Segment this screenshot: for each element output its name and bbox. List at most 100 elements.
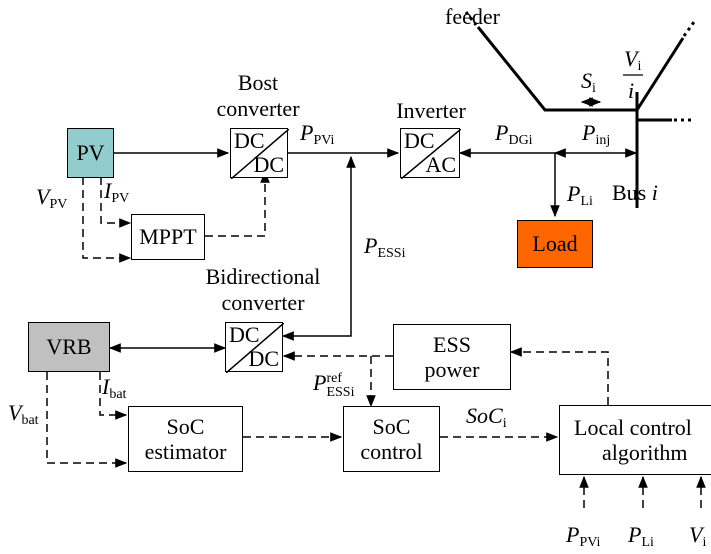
p-essi-ref-sub: ESSi bbox=[326, 385, 355, 400]
feeder-line-left bbox=[476, 26, 637, 112]
p-pvi-symbol: P bbox=[300, 120, 314, 145]
ess-power-line2: power bbox=[424, 357, 480, 382]
load-block: Load bbox=[517, 220, 593, 268]
soc-i-sub: i bbox=[502, 416, 507, 431]
boost-caption-line2: converter bbox=[216, 96, 300, 122]
s-i-label: Si bbox=[581, 70, 596, 96]
bus-label: Bus i bbox=[612, 182, 658, 204]
inverter-caption: Inverter bbox=[394, 98, 468, 124]
ess-power-line bbox=[281, 155, 356, 341]
i-symbol: i bbox=[628, 78, 635, 103]
v-over-i-denominator: i bbox=[628, 80, 634, 102]
soc-control-block: SoC control bbox=[343, 406, 440, 472]
v-over-i-numerator: Vi bbox=[624, 48, 641, 74]
inverter-diagonal bbox=[401, 129, 461, 179]
p-li-label: PLi bbox=[567, 183, 593, 209]
vpv-signal bbox=[82, 177, 132, 263]
feeder-line-right bbox=[635, 37, 685, 111]
p-dgi-label: PDGi bbox=[495, 122, 533, 148]
feeder-left-dots bbox=[464, 11, 478, 26]
v-symbol: V bbox=[624, 46, 638, 71]
p-li-symbol: P bbox=[567, 181, 581, 206]
input-p-li-sub: Li bbox=[641, 535, 654, 550]
boost-diagonal bbox=[231, 129, 289, 179]
v-sub: i bbox=[637, 59, 642, 74]
s-symbol: S bbox=[581, 68, 592, 93]
load-label: Load bbox=[532, 231, 578, 257]
i-pv-symbol: I bbox=[104, 178, 112, 203]
mppt-label: MPPT bbox=[139, 224, 197, 250]
p-essi-sub: ESSi bbox=[377, 246, 406, 261]
v-bat-symbol: V bbox=[8, 400, 22, 425]
feeder-right-dots bbox=[682, 21, 696, 37]
inverter-in-label: DC bbox=[404, 128, 435, 153]
p-pvi-label: PPVi bbox=[300, 122, 334, 148]
soc-estimator-block: SoC estimator bbox=[128, 406, 243, 472]
inverter-out-label: AC bbox=[425, 152, 456, 177]
p-pvi-sub: PVi bbox=[313, 133, 335, 148]
i-bat-symbol: I bbox=[102, 374, 110, 399]
i-bat-sub: bat bbox=[109, 387, 127, 402]
mppt-block: MPPT bbox=[131, 214, 205, 260]
p-inj-symbol: P bbox=[582, 120, 596, 145]
local-to-ess bbox=[509, 347, 609, 405]
bidirectional-diagonal bbox=[226, 323, 284, 373]
v-pv-label: VPV bbox=[36, 186, 67, 212]
p-essi-label: PESSi bbox=[364, 235, 405, 261]
input-v-i-symbol: V bbox=[689, 522, 703, 547]
input-p-pvi-sub: PVi bbox=[579, 535, 601, 550]
pv-label: PV bbox=[76, 140, 105, 166]
ipv-signal bbox=[100, 177, 132, 228]
bidirectional-caption-line2: converter bbox=[221, 290, 305, 316]
feeder-label: feeder bbox=[445, 6, 500, 28]
mppt-to-boost bbox=[205, 170, 270, 237]
vbat-signal bbox=[46, 372, 128, 468]
bidirectional-out-label: DC bbox=[248, 346, 279, 371]
vrb-block: VRB bbox=[28, 322, 110, 372]
v-bat-label: Vbat bbox=[8, 402, 39, 428]
input-p-li-symbol: P bbox=[628, 522, 642, 547]
input-p-pvi-label: PPVi bbox=[566, 524, 600, 550]
ess-power-block: ESS power bbox=[393, 324, 511, 390]
i-bat-label: Ibat bbox=[102, 376, 126, 402]
soc-i-symbol: SoC bbox=[466, 403, 503, 428]
p-essi-ref-sup: ref bbox=[326, 371, 342, 386]
boost-caption-line1: Bost bbox=[237, 70, 279, 95]
p-dgi-sub: DGi bbox=[508, 133, 533, 148]
input-p-li-label: PLi bbox=[628, 524, 654, 550]
bidirectional-caption-line1: Bidirectional bbox=[205, 264, 321, 289]
soc-estimator-line2: estimator bbox=[144, 439, 227, 464]
i-pv-sub: PV bbox=[111, 191, 130, 206]
bidirectional-in-label: DC bbox=[229, 322, 260, 347]
s-sub: i bbox=[592, 81, 596, 96]
p-dgi-symbol: P bbox=[495, 120, 509, 145]
inverter: DC AC bbox=[400, 128, 461, 179]
vrb-label: VRB bbox=[46, 334, 92, 360]
boost-out-label: DC bbox=[253, 152, 284, 177]
ibat-signal bbox=[99, 372, 128, 420]
p-li-sub: Li bbox=[580, 194, 593, 209]
local-control-line1: Local control bbox=[574, 414, 692, 440]
pv-block: PV bbox=[67, 128, 114, 178]
input-p-pvi-symbol: P bbox=[566, 522, 580, 547]
p-essi-symbol: P bbox=[364, 233, 378, 258]
soc-estimator-line1: SoC bbox=[166, 413, 205, 439]
p-inj-sub: inj bbox=[595, 133, 611, 148]
input-v-i-sub: i bbox=[702, 535, 707, 550]
soc-control-line2: control bbox=[360, 439, 423, 464]
bus-index: i bbox=[651, 180, 658, 205]
feeder-text: feeder bbox=[445, 4, 500, 29]
ess-power-line1: ESS bbox=[433, 331, 471, 357]
boost-converter: DC DC bbox=[230, 128, 289, 179]
bidirectional-converter: DC DC bbox=[225, 322, 284, 373]
inverter-caption-text: Inverter bbox=[396, 98, 466, 123]
v-pv-symbol: V bbox=[36, 184, 50, 209]
soc-i-label: SoCi bbox=[466, 405, 507, 431]
boost-caption: Bost converter bbox=[208, 70, 308, 123]
p-inj-label: Pinj bbox=[582, 122, 610, 148]
i-pv-label: IPV bbox=[104, 180, 129, 206]
p-essi-ref-symbol: P bbox=[313, 370, 327, 395]
v-bat-sub: bat bbox=[21, 413, 39, 428]
